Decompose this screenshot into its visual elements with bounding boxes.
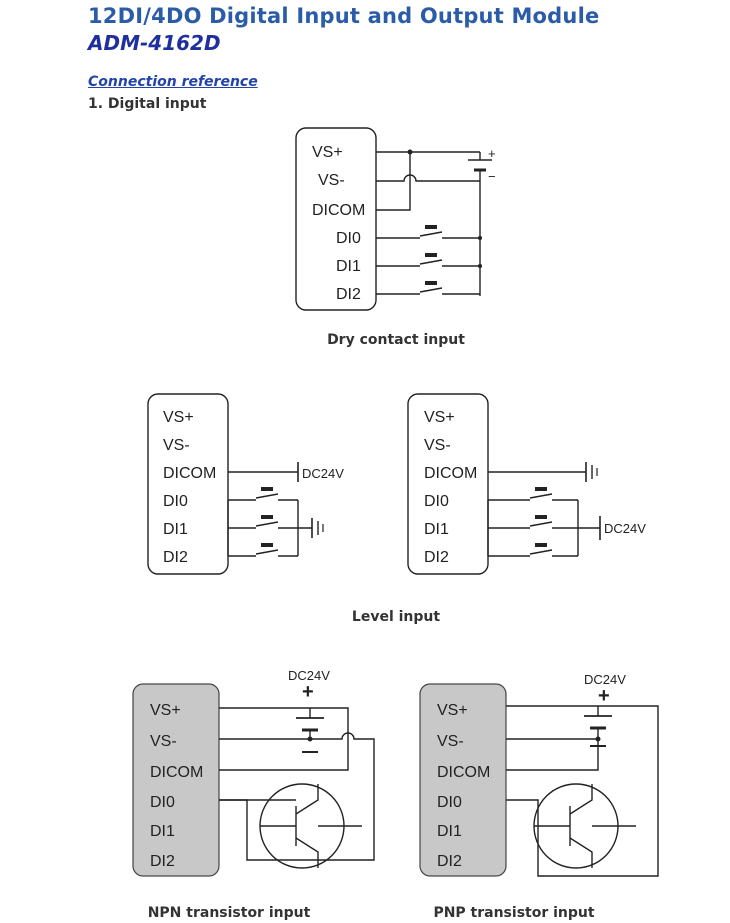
levelR-terminal-dicom: DICOM xyxy=(424,465,477,482)
levelL-terminal-di0: DI0 xyxy=(163,493,188,510)
dry-contact-diagram: VS+ VS- DICOM DI0 DI1 DI2 + − xyxy=(295,127,496,311)
pnp-terminal-di0: DI0 xyxy=(437,794,462,811)
levelR-terminal-di1: DI1 xyxy=(424,521,449,538)
level-input-right-diagram: VS+ VS- DICOM DI0 DI1 DI2 DC24V xyxy=(407,393,646,575)
dry-wire-dicom xyxy=(376,152,411,211)
pnp-terminal-di2: DI2 xyxy=(437,853,462,870)
npn-terminal-dicom: DICOM xyxy=(150,764,203,781)
dry-terminal-di1: DI1 xyxy=(336,258,361,275)
pnp-transistor-diagram: VS+ VS- DICOM DI0 DI1 DI2 DC24V + xyxy=(419,672,659,877)
levelR-dc24v-label: DC24V xyxy=(604,521,646,536)
levelL-terminal-di2: DI2 xyxy=(163,549,188,566)
npn-terminal-di2: DI2 xyxy=(150,853,175,870)
npn-dc24v-label: DC24V xyxy=(288,668,330,683)
dry-battery-plus: + xyxy=(488,146,496,161)
pnp-dc24v-label: DC24V xyxy=(584,672,626,687)
levelL-terminal-dicom: DICOM xyxy=(163,465,216,482)
npn-transistor-diagram: VS+ VS- DICOM DI0 DI1 DI2 DC24V + xyxy=(132,668,375,877)
section-heading: 1. Digital input xyxy=(88,96,207,112)
caption-pnp: PNP transistor input xyxy=(433,905,595,921)
caption-level-input: Level input xyxy=(351,609,441,625)
pnp-terminal-di1: DI1 xyxy=(437,823,462,840)
levelR-terminal-di2: DI2 xyxy=(424,549,449,566)
dry-terminal-vsminus: VS- xyxy=(318,172,345,189)
caption-npn: NPN transistor input xyxy=(147,905,311,921)
caption-dry-contact: Dry contact input xyxy=(327,332,465,348)
dry-terminal-dicom: DICOM xyxy=(312,202,365,219)
dry-battery-minus: − xyxy=(488,169,496,184)
pnp-terminal-dicom: DICOM xyxy=(437,764,490,781)
npn-terminal-vsminus: VS- xyxy=(150,733,177,750)
level-input-left-diagram: VS+ VS- DICOM DI0 DI1 DI2 DC24V xyxy=(147,393,344,575)
npn-terminal-vsplus: VS+ xyxy=(150,702,181,719)
npn-module-box xyxy=(132,683,220,877)
dry-wire-vsminus xyxy=(376,174,480,182)
levelL-terminal-vsminus: VS- xyxy=(163,437,190,454)
pnp-module-box xyxy=(419,683,507,877)
dry-terminal-di0: DI0 xyxy=(336,230,361,247)
levelR-terminal-vsplus: VS+ xyxy=(424,409,455,426)
levelR-terminal-vsminus: VS- xyxy=(424,437,451,454)
pnp-terminal-vsplus: VS+ xyxy=(437,702,468,719)
levelL-dc24v-label: DC24V xyxy=(302,466,344,481)
dry-switch-di1 xyxy=(376,259,480,267)
model-number: ADM-4162D xyxy=(88,31,221,55)
dry-switch-di0 xyxy=(376,231,480,239)
connection-reference-link[interactable]: Connection reference xyxy=(88,74,258,90)
dry-module-box xyxy=(295,127,377,311)
dry-switch-di2 xyxy=(376,287,480,295)
page-title: 12DI/4DO Digital Input and Output Module xyxy=(88,4,600,28)
levelL-terminal-vsplus: VS+ xyxy=(163,409,194,426)
levelR-terminal-di0: DI0 xyxy=(424,493,449,510)
svg-text:+: + xyxy=(302,681,314,703)
dry-terminal-di2: DI2 xyxy=(336,286,361,303)
levelL-terminal-di1: DI1 xyxy=(163,521,188,538)
svg-text:+: + xyxy=(598,685,610,707)
pnp-terminal-vsminus: VS- xyxy=(437,733,464,750)
npn-terminal-di0: DI0 xyxy=(150,794,175,811)
npn-terminal-di1: DI1 xyxy=(150,823,175,840)
dry-terminal-vsplus: VS+ xyxy=(312,144,343,161)
